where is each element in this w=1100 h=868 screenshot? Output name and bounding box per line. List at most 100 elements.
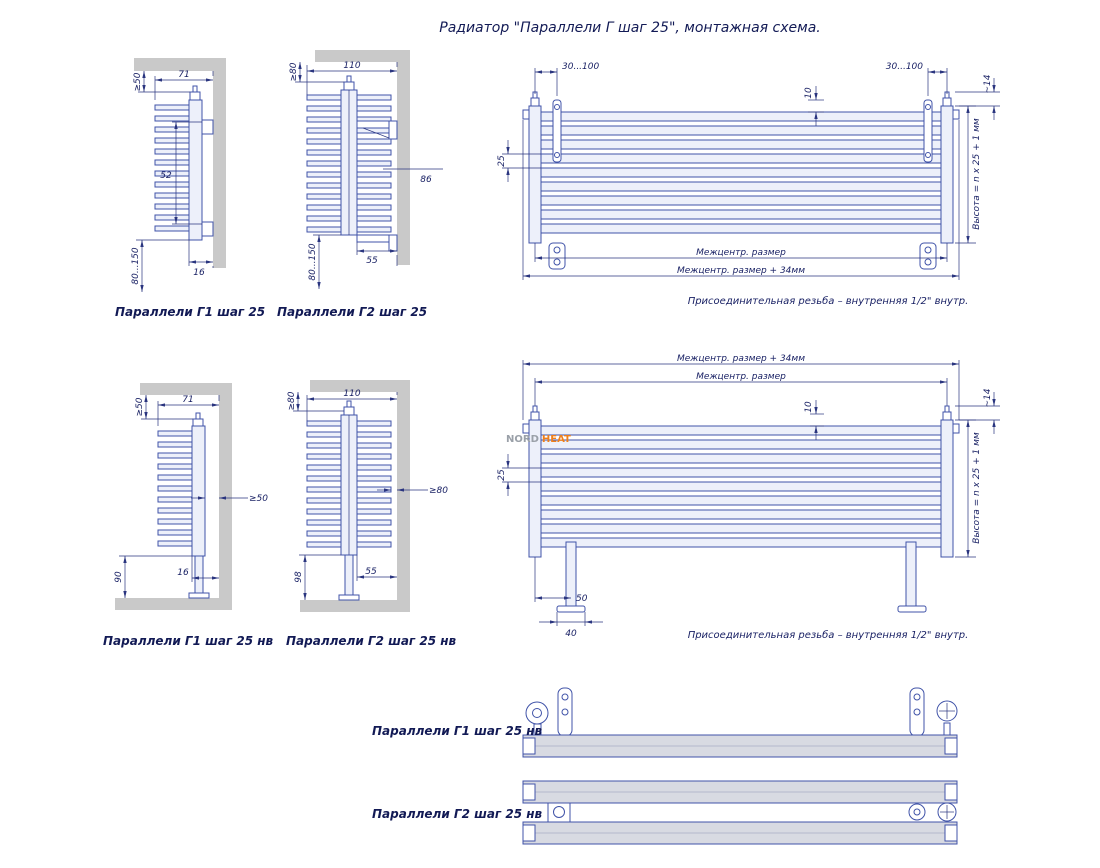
front-view-wall-mounted: 30...100 30...100 10 25 ~14 В bbox=[497, 62, 1000, 307]
dim-label-top-margin: ~14 bbox=[983, 74, 993, 93]
dim-label-bracket-span: 52 bbox=[160, 171, 172, 181]
valve-fitting bbox=[547, 802, 571, 823]
dim-label-wall-gap: ≥50 bbox=[249, 494, 268, 504]
air-vent bbox=[195, 412, 201, 420]
dim-label-leg-offset: 50 bbox=[576, 594, 588, 604]
plug-fitting bbox=[937, 802, 957, 822]
dimension-wall-gap: ≥80 bbox=[377, 486, 448, 496]
left-collector bbox=[528, 105, 542, 244]
wall-section bbox=[397, 50, 410, 265]
dimension-depth: 55 bbox=[356, 242, 398, 266]
dim-label-leg-height: 98 bbox=[294, 571, 304, 583]
dimension-floor-gap: 80...150 bbox=[131, 239, 189, 292]
drawing-title: Радиатор "Параллели Г шаг 25", монтажная… bbox=[439, 20, 821, 36]
caption-g1-wall: Параллели Г1 шаг 25 bbox=[115, 305, 266, 319]
dim-label-bracket-range-left: 30...100 bbox=[562, 62, 599, 72]
dimension-floor-gap: 80...150 bbox=[308, 234, 341, 289]
dimension-height-formula: Высота = n x 25 + 1 мм bbox=[955, 105, 982, 244]
dimension-leg-height: 98 bbox=[294, 554, 341, 600]
dimension-center-distance: Межцентр. размер bbox=[534, 372, 948, 420]
dim-label-bracket-range-right: 30...100 bbox=[886, 62, 923, 72]
logo-nord: NORD bbox=[506, 434, 539, 445]
dim-label-hook-offset: 10 bbox=[804, 401, 814, 413]
radiator-body bbox=[188, 85, 203, 241]
radiator-tubes bbox=[540, 111, 942, 234]
bracket-plate bbox=[557, 687, 925, 737]
dimension-top-gap: ≥50 bbox=[135, 395, 193, 420]
caption-g1-floor: Параллели Г1 шаг 25 нв bbox=[103, 634, 274, 648]
dim-label-foot-width: 40 bbox=[565, 629, 577, 639]
logo-heat: HEAT bbox=[542, 434, 571, 445]
dimension-bracket-range-right: 30...100 bbox=[886, 62, 948, 96]
union-fitting bbox=[908, 803, 926, 821]
dimension-top-gap: ≥80 bbox=[289, 62, 344, 83]
dimension-wall-gap: ≥50 bbox=[191, 494, 268, 504]
valve-fitting bbox=[525, 701, 549, 736]
dimension-top-gap: ≥50 bbox=[133, 71, 190, 93]
ceiling-section bbox=[310, 380, 410, 392]
dim-label-center-distance: Межцентр. размер bbox=[696, 248, 786, 258]
top-view-g1 bbox=[522, 687, 958, 758]
dimension-foot-width: 40 bbox=[539, 612, 603, 639]
dim-label-depth: 55 bbox=[366, 256, 378, 266]
dim-label-wall-gap: ≥80 bbox=[429, 486, 448, 496]
floor-leg bbox=[556, 541, 927, 613]
dimension-bracket-span: 52 bbox=[160, 121, 202, 225]
dimension-depth: 55 bbox=[356, 555, 397, 581]
side-view-g2-wall: 110 ≥80 86 55 80...150 bbox=[289, 50, 443, 289]
radiator-top-bar bbox=[522, 780, 958, 845]
caption-top-g2: Параллели Г2 шаг 25 нв bbox=[372, 807, 543, 821]
wall-bracket bbox=[548, 99, 937, 270]
radiator-top-bar bbox=[522, 734, 958, 758]
side-view-g2-floor: 110 ≥80 ≥80 55 98 bbox=[287, 380, 448, 612]
radiator-body bbox=[522, 405, 960, 558]
dim-label-leg-height: 90 bbox=[114, 571, 124, 583]
floor-leg bbox=[338, 554, 360, 601]
air-vent bbox=[346, 75, 352, 83]
thread-note: Присоединительная резьба – внутренняя 1/… bbox=[688, 295, 969, 307]
caption-g2-wall: Параллели Г2 шаг 25 bbox=[277, 305, 428, 319]
dimension-top-gap: ≥80 bbox=[287, 391, 344, 412]
dimension-hook-offset: 10 bbox=[804, 400, 824, 440]
dim-label-floor-gap: 80...150 bbox=[308, 243, 318, 280]
floor-section bbox=[300, 600, 410, 612]
dimension-leg-height: 90 bbox=[114, 555, 192, 598]
dim-label-bracket-depth: 86 bbox=[420, 175, 432, 185]
radiator-body bbox=[340, 75, 358, 236]
radiator-body bbox=[522, 91, 960, 244]
dim-label-top-gap: ≥80 bbox=[287, 391, 297, 410]
air-vent bbox=[944, 405, 950, 413]
dim-label-floor-gap: 80...150 bbox=[131, 247, 141, 284]
dimension-hook-offset: 10 bbox=[804, 86, 824, 126]
dimension-top-margin: ~14 bbox=[955, 388, 1000, 434]
front-view-floor-mounted: Межцентр. размер + 34мм Межцентр. размер bbox=[497, 354, 1000, 641]
dim-label-overall-length: Межцентр. размер + 34мм bbox=[677, 354, 805, 364]
radiator-body bbox=[191, 412, 206, 557]
dim-label-height-formula: Высота = n x 25 + 1 мм bbox=[972, 432, 982, 544]
wall-section bbox=[219, 383, 232, 610]
dim-label-top-gap: ≥80 bbox=[289, 62, 299, 81]
dimension-width: 71 bbox=[157, 395, 220, 426]
dim-label-depth: 16 bbox=[177, 568, 189, 578]
dim-label-width: 110 bbox=[343, 61, 360, 71]
air-vent bbox=[192, 85, 198, 93]
dimension-overall-length: Межцентр. размер + 34мм bbox=[522, 120, 960, 280]
dimension-overall-length: Межцентр. размер + 34мм bbox=[522, 354, 960, 420]
dim-label-height-formula: Высота = n x 25 + 1 мм bbox=[972, 118, 982, 230]
dimension-top-margin: ~14 bbox=[955, 74, 1000, 120]
dimension-center-distance: Межцентр. размер bbox=[534, 243, 948, 262]
top-view-g2 bbox=[522, 780, 958, 845]
wall-bracket bbox=[356, 120, 398, 252]
radiator-body bbox=[340, 400, 358, 556]
thread-note: Присоединительная резьба – внутренняя 1/… bbox=[688, 629, 969, 641]
wall-section bbox=[397, 380, 410, 612]
right-collector bbox=[940, 419, 954, 558]
dimension-leg-offset: 50 bbox=[534, 557, 588, 604]
floor-section bbox=[115, 598, 232, 610]
dimension-bracket-range-left: 30...100 bbox=[534, 62, 599, 96]
dimension-depth: 16 bbox=[177, 556, 219, 582]
side-view-g1-wall: 71 ≥50 52 16 80...150 bbox=[131, 58, 226, 292]
dim-label-hook-offset: 10 bbox=[804, 87, 814, 99]
